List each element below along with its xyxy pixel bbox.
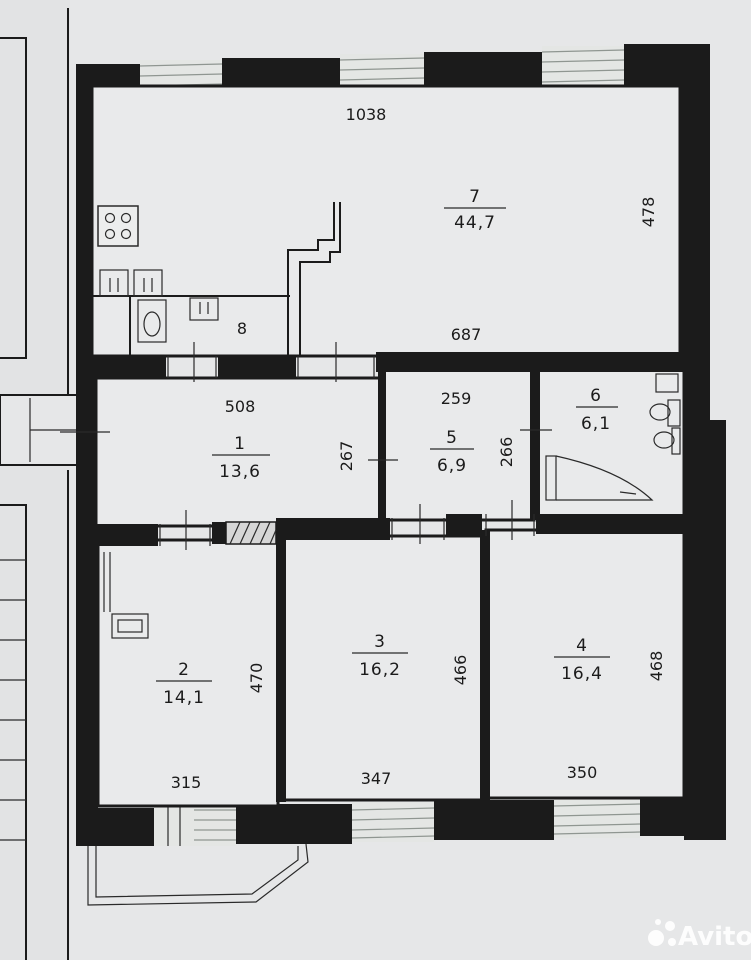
- room-5-label: 5 6,9: [430, 428, 474, 476]
- dim-room3-height: 466: [451, 655, 470, 686]
- radiator-icon: [103, 552, 149, 639]
- dim-room2-height: 470: [247, 663, 266, 694]
- room-4-number: 4: [576, 636, 588, 656]
- dim-room5-width: 259: [441, 389, 472, 408]
- dim-room4-height: 468: [647, 651, 666, 682]
- dim-room7-inner-width: 687: [451, 325, 482, 344]
- avito-watermark: Avito: [648, 919, 751, 952]
- hatched-column: [225, 521, 277, 545]
- room-6-label: 6 6,1: [576, 386, 618, 434]
- room-2-outline: [96, 538, 280, 808]
- room-7-area: 44,7: [454, 213, 496, 233]
- room-1-area: 13,6: [219, 462, 261, 482]
- room-3-number: 3: [374, 632, 386, 652]
- room-6-outline: [536, 364, 686, 518]
- room-4-area: 16,4: [561, 664, 603, 684]
- window-top-3: [541, 46, 625, 90]
- dim-room1-height: 267: [337, 441, 356, 472]
- interior-walls: [92, 202, 710, 802]
- room-2-number: 2: [178, 660, 190, 680]
- room-3-outline: [280, 534, 486, 802]
- toilet-icon: [649, 373, 681, 427]
- dim-room3-width: 347: [361, 769, 392, 788]
- dimension-labels: 1038 478 687 8 508 267 259 266 470 315 4…: [171, 105, 666, 792]
- room-7-number: 7: [469, 187, 481, 207]
- room-1-outline: [94, 376, 384, 528]
- room-6-area: 6,1: [581, 414, 611, 434]
- room-5-number: 5: [446, 428, 458, 448]
- window-bottom-2: [351, 802, 435, 842]
- room-7-label: 7 44,7: [444, 187, 506, 233]
- dim-room1-width: 508: [225, 397, 256, 416]
- toilet-icon: [137, 299, 167, 343]
- kitchen-fixtures: [97, 205, 219, 343]
- room-4-label: 4 16,4: [554, 636, 610, 684]
- avito-watermark-text: Avito: [678, 922, 751, 952]
- sink-icon: [99, 269, 163, 297]
- dim-room4-width: 350: [567, 763, 598, 782]
- window-bottom-3: [553, 798, 641, 838]
- adjacent-structures: [0, 0, 96, 960]
- dim-room5-height: 266: [497, 437, 516, 468]
- stove-icon: [97, 205, 139, 247]
- washbasin-icon: [189, 297, 219, 321]
- shower-door-icon: [555, 455, 654, 501]
- balcony: [87, 843, 309, 906]
- room-6-number: 6: [590, 386, 602, 406]
- dim-room7-width: 1038: [346, 105, 387, 124]
- label-8: 8: [237, 319, 247, 338]
- room-3-area: 16,2: [359, 660, 401, 680]
- door-openings: [60, 342, 552, 550]
- room-3-label: 3 16,2: [352, 632, 408, 680]
- staircase: [0, 559, 26, 841]
- dim-room2-width: 315: [171, 773, 202, 792]
- bathroom-fixtures: [545, 373, 681, 501]
- room-7-outline: [90, 84, 682, 358]
- bathtub-icon: [545, 455, 557, 501]
- room-1-label: 1 13,6: [212, 434, 270, 482]
- room-1-number: 1: [234, 434, 246, 454]
- dim-room7-height: 478: [639, 197, 658, 228]
- room-2-label: 2 14,1: [156, 660, 212, 708]
- avito-logo-icon: [648, 919, 676, 946]
- room-outlines: [90, 84, 686, 808]
- room-2-area: 14,1: [163, 688, 205, 708]
- window-bottom-1: [154, 806, 236, 846]
- washbasin-icon: [653, 427, 681, 455]
- room-5-area: 6,9: [437, 456, 467, 476]
